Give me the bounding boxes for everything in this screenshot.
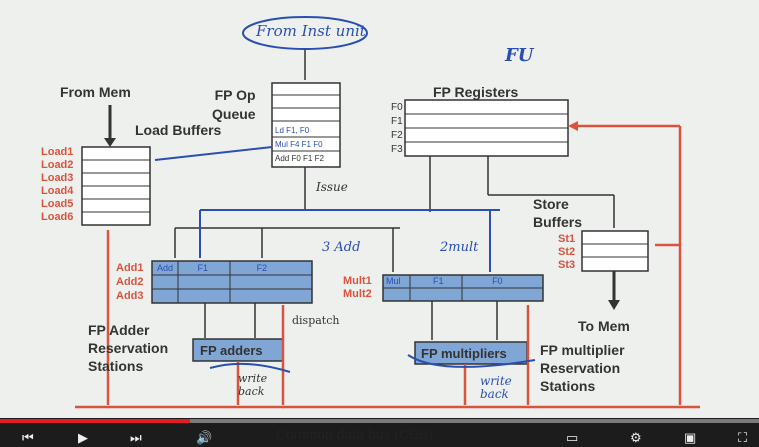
queue-entries: Ld F1, F0 Mul F4 F1 F0 Add F0 F1 F2 <box>275 126 324 163</box>
mult-row1: Mul F1 F0 <box>386 276 503 286</box>
inst-unit-note: From Inst unit <box>256 22 366 40</box>
to-mem-label: To Mem <box>578 318 630 334</box>
fp-registers-label: FP Registers <box>433 84 519 100</box>
fp-op-queue-box <box>271 82 341 168</box>
write-back-note-2: write back <box>480 374 512 401</box>
play-icon[interactable]: ▶ <box>78 430 88 445</box>
fp-adders-label: FP adders <box>200 343 263 358</box>
cdb-label: Common data bus (CDB) <box>276 426 434 442</box>
write-back-note-1: write back <box>238 372 268 398</box>
fp-registers-box <box>404 99 569 157</box>
store-labels: St1 St2 St3 <box>558 233 576 271</box>
reg-labels: F0 F1 F2 F3 <box>391 102 403 155</box>
fp-multipliers-label: FP multipliers <box>421 346 507 361</box>
load-labels: Load1 Load2 Load3 Load4 Load5 Load6 <box>41 146 74 223</box>
skip-back-icon[interactable]: ⏮ <box>22 430 34 445</box>
inst-unit-ellipse <box>242 16 368 50</box>
load-buffers-label: Load Buffers <box>135 122 222 138</box>
cdb-lines <box>75 124 700 409</box>
fu-note: FU <box>505 45 534 66</box>
from-mem-label: From Mem <box>60 84 131 100</box>
skip-next-icon[interactable]: ⏭ <box>130 430 142 445</box>
adder-labels: Add1 Add2 Add3 <box>116 262 144 302</box>
three-add-note: 3 Add <box>322 240 361 255</box>
volume-icon[interactable]: 🔊 <box>196 430 213 445</box>
subtitles-icon[interactable]: ▭ <box>566 430 579 445</box>
store-buffers-label: Store Buffers <box>533 196 583 230</box>
progress-fill <box>0 419 190 423</box>
mult-rs-box <box>382 274 544 302</box>
two-mult-note: 2mult <box>440 240 479 255</box>
fullscreen-icon[interactable]: ⛶ <box>738 430 748 445</box>
fp-op-queue-label: FP Op Queue <box>212 87 256 122</box>
miniplayer-icon[interactable]: ▣ <box>684 430 697 445</box>
dispatch-note: dispatch <box>292 314 340 327</box>
adder-rs-box <box>151 260 313 304</box>
fp-adder-rs-label: FP Adder Reservation Stations <box>88 322 169 374</box>
progress-track[interactable] <box>0 419 759 423</box>
load-buffers-box <box>81 146 151 226</box>
store-buffers-box <box>581 230 649 272</box>
adder-row1: Add F1 F2 <box>157 263 268 273</box>
issue-note: Issue <box>316 180 348 194</box>
settings-icon[interactable]: ⚙ <box>630 430 642 445</box>
mult-labels: Mult1 Mult2 <box>343 275 372 300</box>
fp-mult-rs-label: FP multiplier Reservation Stations <box>540 342 625 394</box>
